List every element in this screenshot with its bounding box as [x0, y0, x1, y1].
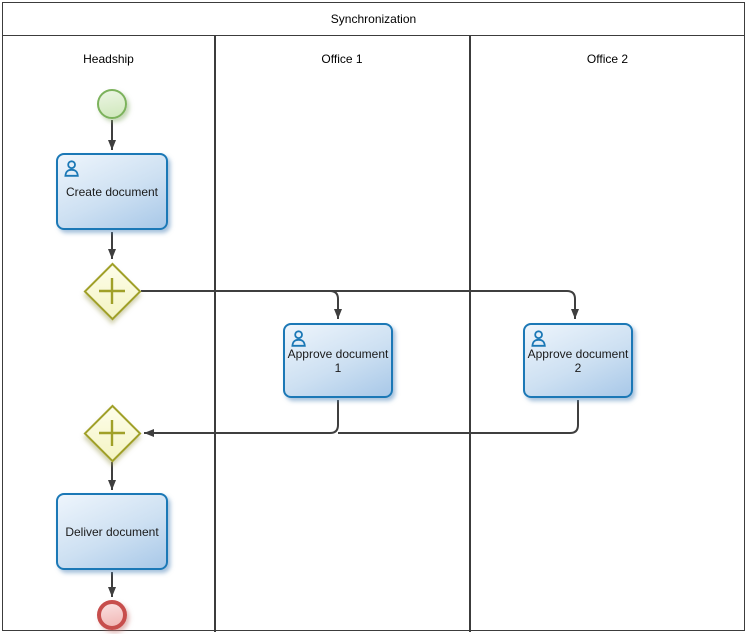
task-deliver-document[interactable]: Deliver document [56, 493, 168, 570]
lane-divider-1 [214, 36, 216, 632]
gateway-parallel-split[interactable] [83, 262, 141, 320]
lane-label-text: Office 1 [321, 52, 363, 66]
task-label-line2: 1 [334, 360, 342, 375]
lane-label-office1: Office 1 [215, 51, 469, 67]
plus-icon [99, 420, 125, 446]
task-approve-document-2[interactable]: Approve document 2 [523, 323, 633, 398]
user-icon [64, 160, 81, 180]
pool-title: Synchronization [2, 2, 745, 36]
task-label-line1: Deliver document [65, 524, 159, 539]
lane-divider-2 [469, 36, 471, 632]
lane-label-headship: Headship [3, 51, 214, 67]
lane-label-office2: Office 2 [470, 51, 745, 67]
gateway-parallel-join[interactable] [83, 404, 141, 462]
lane-label-text: Headship [83, 52, 134, 66]
flow-approve2-to-join[interactable] [338, 400, 579, 434]
user-icon [531, 330, 548, 350]
end-event[interactable] [97, 600, 127, 630]
user-icon [291, 330, 308, 350]
task-create-document[interactable]: Create document [56, 153, 168, 230]
flow-split-to-approve1[interactable] [329, 290, 342, 319]
task-label-line1: Create document [65, 184, 159, 199]
flow-split-to-approve2[interactable] [141, 290, 579, 319]
task-label-line1: Approve document [287, 346, 389, 361]
lane-label-text: Office 2 [586, 52, 629, 66]
task-label-line2: 2 [574, 360, 582, 375]
task-label-line1: Approve document [527, 346, 629, 361]
flow-approve1-to-join[interactable] [144, 400, 339, 437]
plus-icon [99, 278, 125, 304]
pool-title-label: Synchronization [330, 12, 417, 26]
start-event[interactable] [97, 89, 127, 119]
task-approve-document-1[interactable]: Approve document 1 [283, 323, 393, 398]
